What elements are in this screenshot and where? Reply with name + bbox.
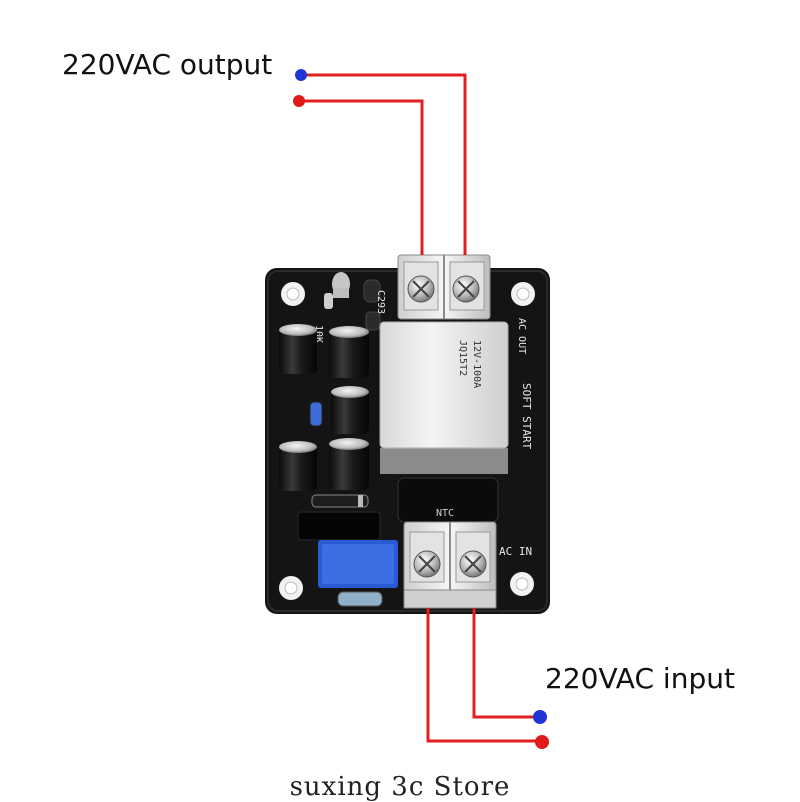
- relay-model: 12V-100A: [471, 340, 482, 388]
- input-label: 220VAC input: [545, 662, 735, 695]
- diode-icon: [297, 494, 381, 541]
- ntc-label: NTC: [436, 508, 454, 519]
- terminal-screw-icon: [413, 550, 487, 578]
- input-wires: [426, 608, 540, 743]
- soft-start-label: SOFT START: [520, 383, 533, 450]
- ac-out-label: AC OUT: [516, 318, 527, 354]
- cap-label: C293: [375, 290, 386, 314]
- ac-in-label: AC IN: [499, 545, 532, 558]
- led-icon: [332, 272, 350, 298]
- resistor-label: 10K: [313, 325, 324, 343]
- potentiometer-icon: [318, 540, 398, 607]
- output-terminal-dots: [293, 69, 307, 107]
- store-watermark: suxing 3c Store: [289, 772, 511, 802]
- terminal-block-input: [403, 521, 497, 609]
- relay-icon: 12V-100A JQ15T2: [379, 321, 509, 474]
- relay-code: JQ15T2: [457, 340, 468, 376]
- output-wires: [299, 73, 467, 255]
- output-label: 220VAC output: [62, 48, 273, 81]
- transistor-icon: [363, 279, 381, 331]
- terminal-block-output: [397, 254, 491, 320]
- silkscreen: 10K C293 AC OUT SOFT START AC IN: [313, 290, 533, 558]
- ntc-thermistor: NTC: [397, 477, 499, 523]
- capacitor-icon: [279, 324, 369, 491]
- mounting-hole-icon: [279, 282, 535, 600]
- input-terminal-dots: [533, 710, 549, 749]
- terminal-screw-icon: [407, 275, 480, 303]
- resistor-icon: [309, 293, 333, 427]
